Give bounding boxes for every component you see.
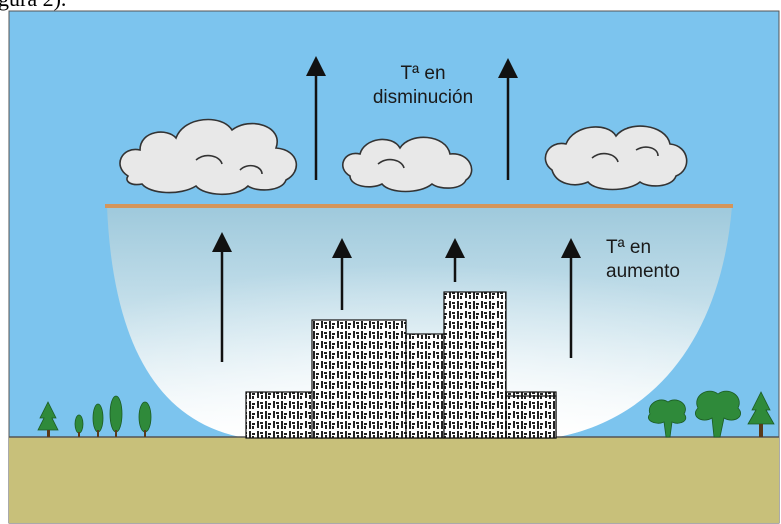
increasing-line-1: Tª en [606, 237, 652, 258]
trees-left [37, 395, 152, 437]
arrow-lower-1 [212, 232, 232, 362]
increasing-line-2: aumento [606, 261, 680, 282]
ground [9, 437, 779, 523]
trees-right [648, 390, 775, 438]
city-buildings [245, 291, 557, 439]
figure-caption: gura 2). [0, 0, 66, 12]
arrow-lower-3 [445, 238, 465, 282]
cloud-middle [342, 136, 473, 193]
arrow-upper-left [306, 56, 326, 180]
decreasing-temperature-label: Tª en disminución [346, 62, 500, 110]
increasing-temperature-label: Tª en aumento [606, 236, 680, 284]
decreasing-line-1: Tª en [400, 63, 446, 84]
arrow-lower-4 [561, 238, 581, 358]
arrow-upper-right [498, 58, 518, 180]
cloud-left [119, 118, 298, 196]
arrow-lower-2 [332, 238, 352, 310]
decreasing-line-2: disminución [372, 87, 474, 108]
cloud-right [544, 125, 688, 191]
heat-dome-glow [107, 206, 732, 438]
